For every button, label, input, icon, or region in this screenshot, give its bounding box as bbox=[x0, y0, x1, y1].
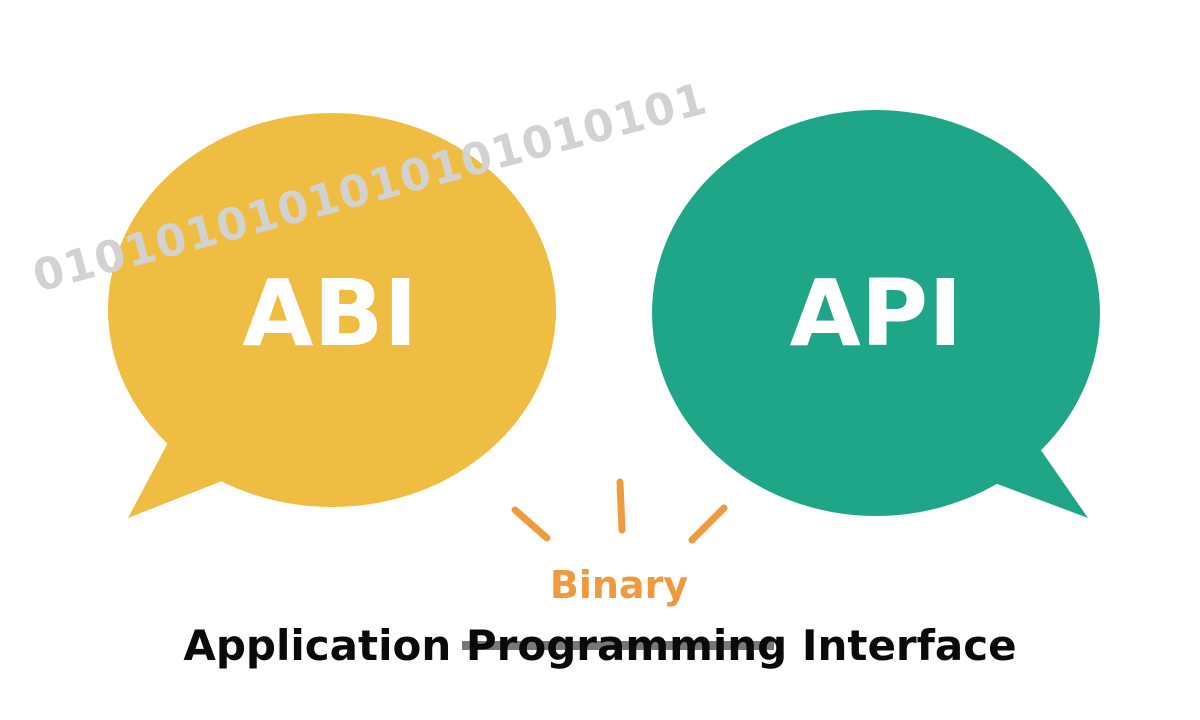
emphasis-stroke-left bbox=[511, 506, 551, 542]
overlap-scribble bbox=[462, 641, 774, 650]
abi-speech-bubble: ABI bbox=[108, 113, 556, 518]
emphasis-stroke-center bbox=[616, 478, 626, 534]
abi-bubble-tail bbox=[128, 420, 250, 518]
abi-label: ABI bbox=[242, 260, 418, 367]
scribble-band bbox=[462, 641, 774, 650]
emphasis-marks bbox=[511, 478, 728, 544]
api-speech-bubble: API bbox=[652, 110, 1100, 518]
api-label: API bbox=[790, 260, 963, 367]
emphasis-stroke-right bbox=[688, 504, 728, 544]
binary-label: Binary bbox=[550, 563, 688, 607]
api-bubble-body bbox=[652, 110, 1100, 516]
abi-bubble-body bbox=[108, 113, 556, 507]
